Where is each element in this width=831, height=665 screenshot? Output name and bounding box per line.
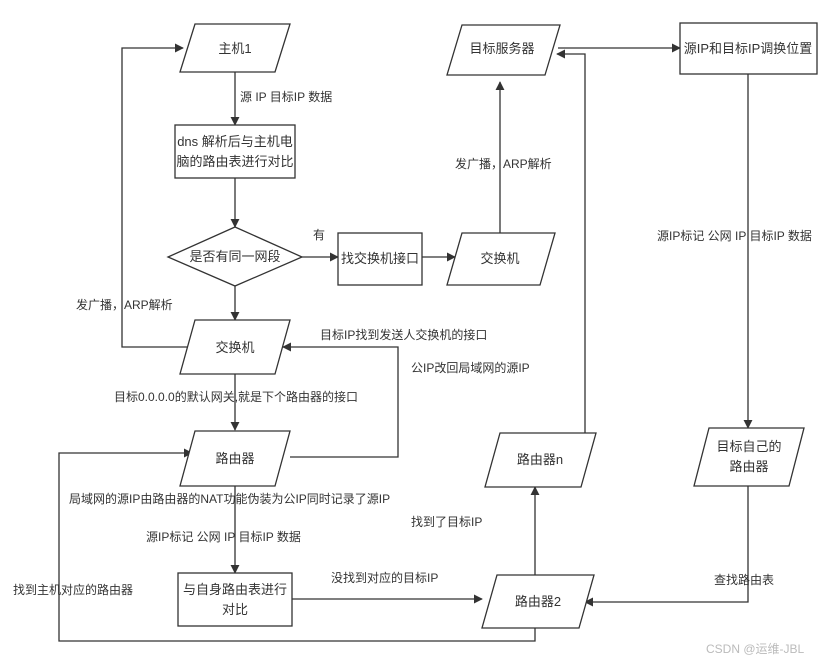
edge-target-router-to-router2: [584, 486, 749, 607]
node-target-router-shape: [693, 427, 805, 487]
node-dns-compare-shape: [174, 124, 296, 179]
label-found-target-ip: 找到了目标IP: [411, 515, 482, 529]
node-find-switch-port-shape: [337, 232, 423, 286]
node-router-shape: [179, 430, 291, 487]
label-src-tag-pub-data-right: 源IP标记 公网 IP 目标IP 数据: [657, 228, 812, 243]
label-default-gateway: 目标0.0.0.0的默认网关,就是下个路由器的接口: [114, 389, 358, 404]
node-target-router-line1: 目标自己的: [716, 439, 781, 454]
label-src-dst-ip-data: 源 IP 目标IP 数据: [240, 89, 332, 104]
node-router2-shape: [481, 574, 595, 629]
label-src-tag-pub-data-left: 源IP标记 公网 IP 目标IP 数据: [146, 529, 301, 544]
node-dns-compare-line2: 脑的路由表进行对比: [176, 154, 293, 169]
label-target-ip-sender-port: 目标IP找到发送人交换机的接口: [320, 327, 487, 342]
edges: [58, 43, 753, 642]
label-find-host-router: 找到主机对应的路由器: [13, 582, 133, 597]
edge-router2-to-router: [58, 448, 536, 642]
node-switch-left-shape: [179, 319, 291, 375]
label-not-found-target-ip: 没找到对应的目标IP: [331, 570, 438, 585]
node-switch-right: 交换机: [480, 251, 519, 266]
node-switch-left: 交换机: [215, 340, 254, 355]
label-yes: 有: [313, 228, 325, 242]
node-router2: 路由器2: [515, 594, 561, 609]
node-self-compare-shape: [177, 572, 293, 627]
label-nat-note: 局域网的源IP由路由器的NAT功能伪装为公IP同时记录了源IP: [69, 491, 390, 506]
label-broadcast-arp-right: 发广播，ARP解析: [455, 156, 552, 171]
node-self-compare-line1: 与自身路由表进行: [183, 582, 287, 597]
node-dns-compare-line1: dns 解析后与主机电: [177, 134, 293, 149]
node-router: 路由器: [215, 451, 254, 466]
edge-switch-left-to-host1: [121, 43, 190, 348]
node-same-segment: 是否有同一网段: [189, 249, 280, 264]
node-target-server: 目标服务器: [469, 41, 534, 56]
nodes: [166, 22, 818, 629]
node-host1-shape: [179, 23, 291, 73]
edge-routern-to-server: [556, 49, 586, 433]
node-find-switch-port: 找交换机接口: [341, 251, 419, 266]
node-swap-ip-shape: [679, 22, 818, 75]
node-host1: 主机1: [218, 41, 251, 56]
node-switch-right-shape: [446, 232, 556, 286]
edge-labels: 源 IP 目标IP 数据 有 发广播，ARP解析 发广播，ARP解析 目标IP找…: [13, 89, 812, 597]
node-self-compare-line2: 对比: [222, 602, 248, 617]
watermark: CSDN @运维-JBL: [706, 642, 805, 656]
label-lookup-routing-table: 查找路由表: [714, 572, 774, 587]
label-public-ip-to-lan: 公IP改回局域网的源IP: [411, 360, 530, 375]
node-labels: 主机1 dns 解析后与主机电 脑的路由表进行对比 是否有同一网段 找交换机接口…: [176, 41, 812, 617]
node-router-n-shape: [484, 432, 597, 488]
node-target-router-line2: 路由器: [729, 459, 768, 474]
node-router-n: 路由器n: [517, 452, 563, 467]
node-target-server-shape: [446, 24, 561, 76]
label-broadcast-arp-left: 发广播，ARP解析: [76, 297, 173, 312]
node-swap-ip: 源IP和目标IP调换位置: [684, 41, 813, 56]
node-same-segment-shape: [166, 226, 304, 287]
edge-router-to-switch-left: [282, 342, 399, 458]
